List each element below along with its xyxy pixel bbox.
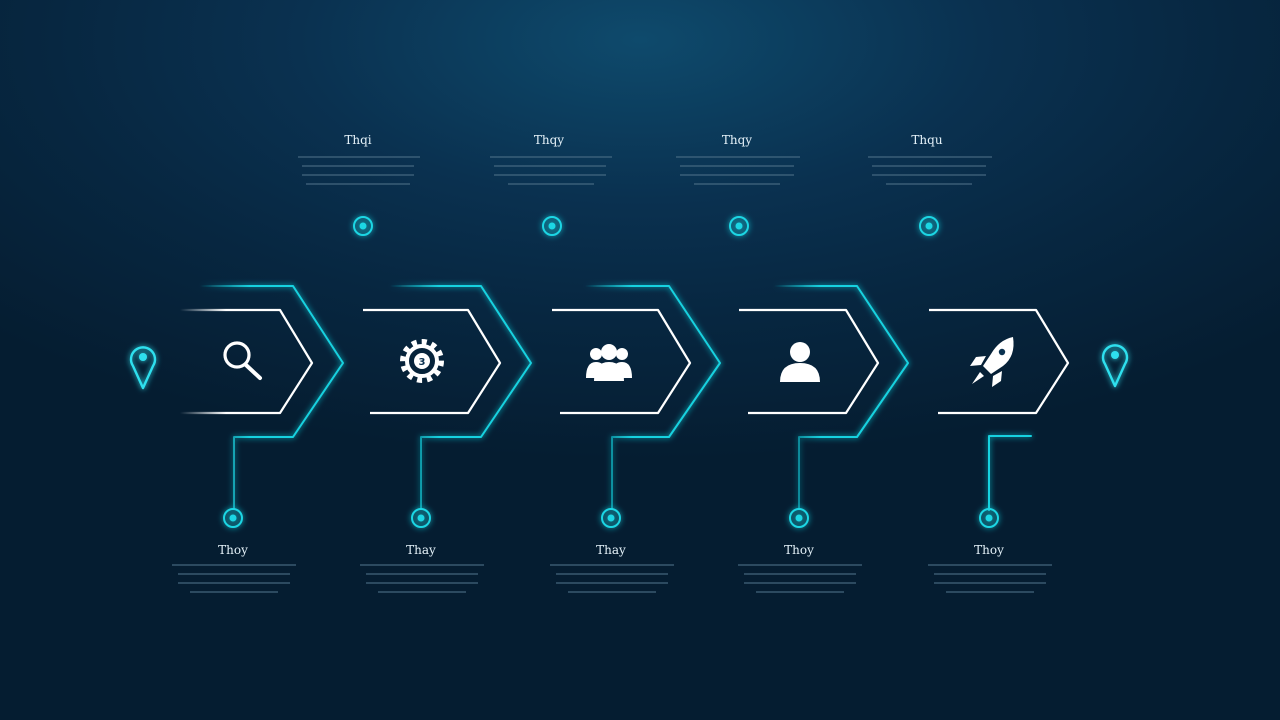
step-3-top-node (729, 216, 749, 236)
step-2-bottom-node (411, 508, 431, 528)
step-5-bottom-label: Thoy (974, 543, 1004, 557)
step-4-bottom-node (789, 508, 809, 528)
step-4-bottom-text-lines (738, 564, 862, 593)
step-2-chevron (362, 234, 532, 511)
gear-icon: 3 (400, 339, 444, 383)
team-icon (586, 344, 632, 381)
step-4: Thqu Thoy (738, 133, 992, 593)
step-5: Thoy (928, 234, 1070, 593)
step-1-top-label: Thqi (344, 133, 371, 147)
step-1: Thqi Thoy (172, 133, 420, 593)
step-4-top-text-lines (868, 156, 992, 185)
magnifier-icon (223, 341, 262, 380)
step-2-top-label: Thqy (534, 133, 564, 147)
start-pin-icon (129, 346, 157, 390)
step-3-bottom-node (601, 508, 621, 528)
step-3-bottom-text-lines (550, 564, 674, 593)
end-pin-icon (1101, 344, 1129, 388)
step-2-top-node (542, 216, 562, 236)
step-3-bottom-label: Thay (596, 543, 626, 557)
step-1-chevron (180, 285, 344, 511)
step-2-bottom-text-lines (360, 564, 484, 593)
step-4-top-label: Thqu (911, 133, 942, 147)
step-5-bottom-text-lines (928, 564, 1052, 593)
step-5-bottom-node (979, 508, 999, 528)
step-1-top-node (353, 216, 373, 236)
step-3-top-text-lines (676, 156, 800, 185)
step-1-bottom-text-lines (172, 564, 296, 593)
step-2-bottom-label: Thay (406, 543, 436, 557)
step-3: Thqy Thay (550, 133, 800, 593)
step-4-top-node (919, 216, 939, 236)
step-3-top-label: Thqy (722, 133, 752, 147)
step-4-bottom-label: Thoy (784, 543, 814, 557)
rocket-icon (970, 337, 1014, 387)
step-1-bottom-label: Thoy (218, 543, 248, 557)
step-4-chevron (738, 234, 909, 511)
user-icon (780, 342, 820, 382)
step-3-chevron (551, 234, 721, 511)
step-1-top-text-lines (298, 156, 420, 185)
gear-number: 3 (419, 357, 426, 368)
step-2-top-text-lines (490, 156, 612, 185)
step-1-bottom-node (223, 508, 243, 528)
step-5-chevron (928, 234, 1070, 511)
